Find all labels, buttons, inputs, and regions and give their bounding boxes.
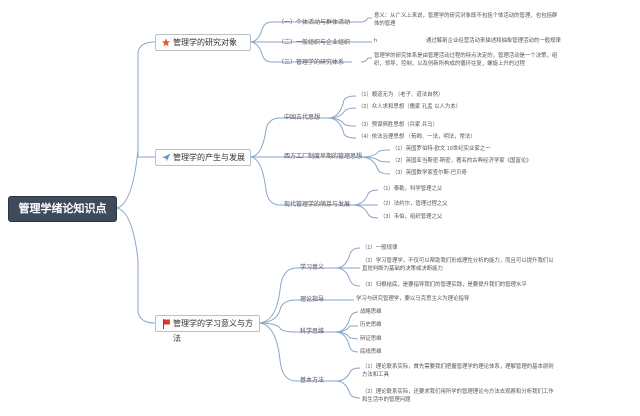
list-item: 和生活中的管理问题 bbox=[362, 397, 411, 403]
list-item: （2）理论联系实际，还要求我们用所学的管理理论与方法去观察和分析我们工作 bbox=[362, 389, 554, 395]
topic-individual-group[interactable]: （一）个体活动与群体活动 bbox=[278, 20, 351, 26]
list-item: 学习与研究管理学，要以马克思主义为理论指导 bbox=[356, 296, 470, 302]
paper-plane-icon bbox=[162, 153, 171, 161]
list-item: （4）依法治理思想 （荀卿、一法，明法，常法） bbox=[358, 134, 476, 140]
topic-basic-methods[interactable]: 基本方法 bbox=[300, 378, 325, 384]
flag-icon bbox=[163, 319, 170, 329]
branch-origin-development[interactable]: 管理学的产生与发展 bbox=[155, 149, 251, 166]
list-item: 直觉判断为基础的决策或决断能力 bbox=[362, 266, 443, 272]
topic-learning-significance[interactable]: 学习意义 bbox=[300, 265, 325, 271]
branch-learning-significance[interactable]: 管理学的学习意义与方法 bbox=[155, 315, 260, 343]
star-icon bbox=[161, 38, 171, 47]
list-item: （1）顺道无为 （老子、道法自然） bbox=[358, 92, 444, 98]
topic-scientific-thinking[interactable]: 科学思维 bbox=[300, 329, 325, 335]
topic-research-system[interactable]: （三）管理学的研究体系 bbox=[278, 60, 345, 66]
list-item: （2）法约尔，管理过程之父 bbox=[380, 201, 448, 207]
branch-title: 管理学的学习意义与方法 bbox=[173, 319, 253, 343]
root-topic[interactable]: 管理学绪论知识点 bbox=[8, 196, 117, 222]
list-item: （2）英国亚当斯密-斯密，著名的古典经济学家《国富论》 bbox=[392, 158, 532, 164]
branch-title: 管理学的产生与发展 bbox=[173, 153, 245, 162]
branch-title: 管理学的研究对象 bbox=[173, 38, 237, 47]
list-item: （2）学习管理学，不仅可以帮助我们形成理性分析的能力，而且可以提升我们以 bbox=[362, 258, 554, 264]
branch-research-object[interactable]: 管理学的研究对象 bbox=[155, 34, 251, 51]
list-item: （3）韦伯，组织管理之父 bbox=[380, 214, 443, 220]
list-item: 辩证思维 bbox=[360, 336, 382, 342]
detail-line: 织，领导，控制，以及创新所构成的循环往复，螺旋上升的过程 bbox=[374, 61, 525, 67]
topic-general-enterprise[interactable]: （二）一般组织与企业组织 bbox=[278, 40, 351, 46]
list-item: （1）英国罗伯特-欧文 19世纪实业家之一 bbox=[392, 146, 491, 152]
topic-chinese-thought[interactable]: 中国古代思想 bbox=[284, 115, 321, 121]
list-item: 方法和工具 bbox=[362, 372, 389, 378]
list-item: 底线思维 bbox=[360, 349, 382, 355]
detail-line: 通过解剖企业经营活动来描述和抽象管理活动的一般规律 bbox=[426, 38, 561, 44]
list-item: （2）众人求和思想（儒家 孔孟 以人为本） bbox=[358, 104, 462, 110]
list-item: （1）理论联系实际，首先需要我们把握管理学的理论体系，理解管理的基本原则 bbox=[362, 364, 554, 370]
list-item: （3）预谋俱胜思想（兵家 兵马） bbox=[358, 122, 438, 128]
topic-theory-guidance[interactable]: 理论指导 bbox=[300, 297, 325, 303]
list-item: （3）归根结底，是要指导我们的管理实践，是要提升我们的管理水平 bbox=[362, 282, 527, 288]
list-item: （1）一般规律 bbox=[362, 245, 398, 251]
topic-modern-management[interactable]: 现代管理学的萌芽与发展 bbox=[284, 202, 351, 208]
list-item: 战略思维 bbox=[360, 309, 382, 315]
topic-western-factory[interactable]: 西方工厂制度早期的管理思想 bbox=[284, 154, 363, 160]
detail-line: 意义：从广义上来说，管理学的研究对象既不包括个体活动的管理，也包括群 bbox=[374, 13, 558, 19]
detail-line: 体的管理 bbox=[374, 21, 396, 27]
list-item: （1）泰勒，科学管理之父 bbox=[380, 186, 443, 192]
detail-marker: h bbox=[374, 38, 377, 44]
list-item: （3）英国数学家查尔斯-巴贝奇 bbox=[392, 170, 467, 176]
list-item: 历史思维 bbox=[360, 322, 382, 328]
detail-line: 管理学的研究体系是由管理活动过程的特点决定的，管理活动是一个决策，组 bbox=[374, 53, 558, 59]
